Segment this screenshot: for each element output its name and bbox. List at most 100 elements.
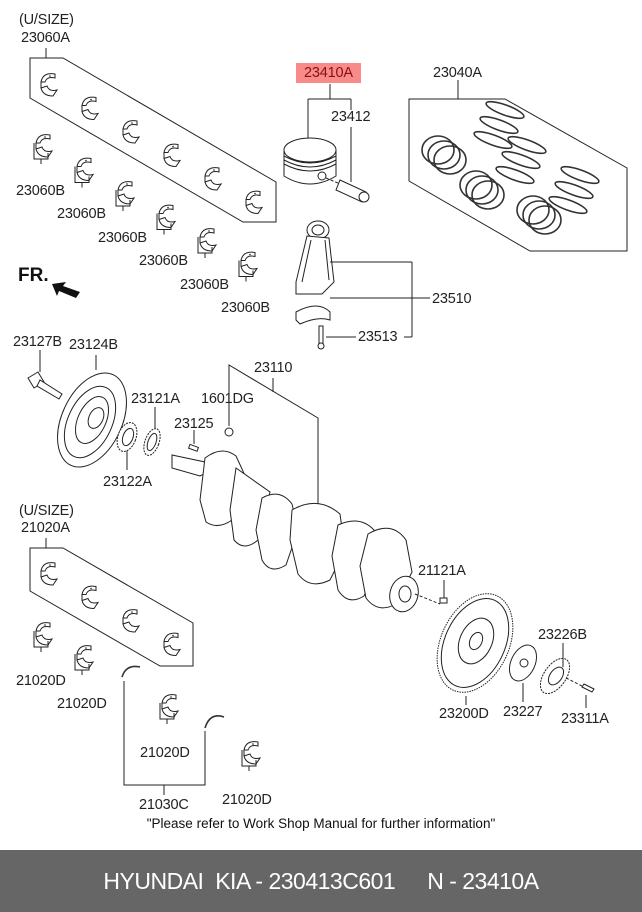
bearing-shell: [74, 157, 95, 188]
label-23227[interactable]: 23227: [503, 704, 543, 720]
bearing-kit-21020A-frame: [29, 538, 194, 667]
pulley-leaders: [39, 350, 156, 470]
damper-pulley-23124B: [57, 372, 127, 468]
compression-ring: [459, 170, 493, 200]
connecting-rod-23510: [295, 220, 430, 338]
front-direction-label: FR.: [18, 265, 49, 286]
connecting-rod-bolt-23513: [317, 325, 325, 350]
pulley-bolt-23127B: [27, 371, 63, 400]
label-23040A[interactable]: 23040A: [433, 65, 482, 81]
oil-ring: [507, 135, 547, 155]
label-23060B-4[interactable]: 23060B: [139, 253, 188, 269]
bearing-shell: [159, 694, 180, 724]
label-23412[interactable]: 23412: [331, 109, 371, 125]
bearing-shell: [33, 622, 54, 652]
label-23122A[interactable]: 23122A: [103, 474, 152, 490]
footer-brand-part-number: HYUNDAI KIA - 230413C601: [103, 868, 396, 894]
piston-rings: [421, 100, 600, 235]
bearing-shell: [74, 645, 95, 675]
oil-ring: [501, 150, 541, 170]
label-21020A[interactable]: 21020A: [21, 520, 70, 536]
footer-diagram-number: N - 23410A: [427, 868, 539, 894]
compression-ring: [471, 180, 505, 210]
label-23226B[interactable]: 23226B: [538, 627, 587, 643]
label-23060B-6[interactable]: 23060B: [221, 300, 270, 316]
bearing-shell: [245, 190, 264, 215]
label-23311A[interactable]: 23311A: [561, 711, 609, 727]
label-23124B[interactable]: 23124B: [69, 337, 118, 353]
oil-ring: [485, 100, 525, 120]
label-21020D-3[interactable]: 21020D: [140, 745, 190, 761]
bearing-kit-23060A-frame: [29, 48, 277, 223]
oil-ring: [495, 165, 535, 185]
compression-ring: [528, 205, 562, 235]
bearing-shell: [241, 741, 262, 771]
label-23510[interactable]: 23510: [432, 291, 472, 307]
dowel-21121A: [439, 580, 448, 604]
plug-1601DG: [224, 367, 234, 437]
crankshaft-23110: [171, 450, 441, 613]
bearing-shell: [81, 585, 100, 610]
key-23125: [187, 430, 200, 452]
oil-ring: [548, 195, 588, 215]
compression-ring: [427, 140, 461, 170]
label-23127B[interactable]: 23127B: [13, 334, 62, 350]
bearing-shells-lower: [40, 562, 182, 657]
label-21121A[interactable]: 21121A: [418, 563, 466, 579]
label-23060B-3[interactable]: 23060B: [98, 230, 147, 246]
oil-ring: [479, 115, 519, 135]
bearing-shell: [238, 251, 259, 282]
workshop-manual-note: "Please refer to Work Shop Manual for fu…: [146, 816, 496, 831]
label-23121A[interactable]: 23121A: [131, 391, 180, 407]
parts-diagram: (U/SIZE) 23060A 23410A 23412 23040A 2306…: [13, 12, 628, 813]
label-23060B-1[interactable]: 23060B: [16, 183, 65, 199]
label-21020D-1[interactable]: 21020D: [16, 673, 66, 689]
label-21030C[interactable]: 21030C: [139, 797, 189, 813]
label-23410A-highlighted[interactable]: 23410A: [296, 63, 361, 83]
bearing-shell: [40, 73, 59, 97]
label-23125[interactable]: 23125: [174, 416, 214, 432]
label-1601DG[interactable]: 1601DG: [201, 391, 254, 407]
label-23513[interactable]: 23513: [358, 329, 398, 345]
thrust-washers-21030C: [121, 665, 225, 795]
piston-23410A: [283, 137, 346, 187]
compression-ring: [516, 195, 550, 225]
oil-ring: [473, 130, 513, 150]
bearing-shells-23060B: [33, 134, 259, 282]
label-23060A[interactable]: 23060A: [21, 30, 70, 46]
oil-ring: [554, 180, 594, 200]
diagram-drawing: [27, 48, 628, 795]
compression-ring: [465, 175, 499, 205]
piston-leaders: [307, 84, 352, 182]
adapter-plate-23227: [508, 644, 538, 702]
compression-ring: [421, 135, 455, 165]
compression-ring: [433, 145, 467, 175]
label-23110[interactable]: 23110: [254, 360, 293, 376]
bearing-shell: [156, 204, 177, 235]
bearing-shell: [204, 167, 223, 191]
sprocket-23122A: [116, 422, 138, 452]
drive-plate-23200D: [436, 593, 514, 705]
compression-ring: [522, 200, 556, 230]
bearing-shell: [33, 134, 54, 164]
bearing-shell: [163, 632, 182, 657]
bearing-shells-21020D: [33, 622, 262, 771]
bearing-shell: [81, 96, 100, 121]
sensor-wheel-23121A: [143, 428, 161, 456]
plate-23226B: [539, 643, 587, 695]
bearing-shell: [40, 562, 59, 586]
label-u-size-lower: (U/SIZE): [19, 503, 74, 519]
label-21020D-4[interactable]: 21020D: [222, 792, 272, 808]
oil-ring: [560, 165, 600, 185]
label-23200D[interactable]: 23200D: [439, 706, 489, 722]
bearing-shell: [163, 143, 182, 168]
bearing-shell: [122, 120, 141, 144]
front-arrow-icon: [52, 282, 80, 298]
label-23060B-2[interactable]: 23060B: [57, 206, 106, 222]
label-23060B-5[interactable]: 23060B: [180, 277, 229, 293]
piston-ring-kit-frame: [408, 80, 628, 252]
label-21020D-2[interactable]: 21020D: [57, 696, 107, 712]
footer-bar: HYUNDAI KIA - 230413C601 N - 23410A: [0, 850, 642, 912]
bearing-shell: [122, 609, 141, 633]
label-u-size-upper: (U/SIZE): [19, 12, 74, 28]
